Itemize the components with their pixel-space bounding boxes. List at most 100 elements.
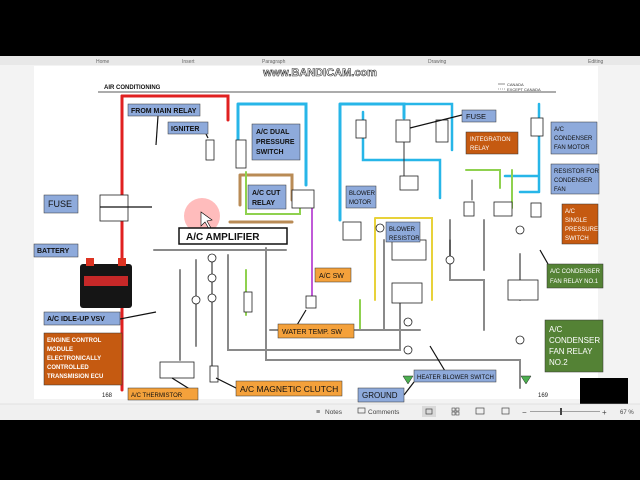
battery-image — [80, 258, 132, 308]
magnetic-clutch-symbol — [243, 291, 253, 313]
label-fuse-top-text: FUSE — [466, 112, 486, 121]
single-pressure-symbol — [530, 202, 542, 218]
label-ac-thermistor-text: A/C THERMISTOR — [131, 393, 183, 399]
slide-sorter-button[interactable] — [451, 407, 460, 416]
battery-terminal-negative — [118, 258, 126, 266]
node — [515, 335, 525, 345]
comments-label: Comments — [368, 409, 400, 416]
notes-icon: ≡ — [316, 409, 320, 416]
label-ac-magnetic-clutch — [235, 380, 343, 397]
wire-legend: CANADA EXCEPT CANADA — [498, 82, 541, 92]
bandicam-watermark: www.BANDICAM.com — [262, 67, 377, 79]
battery-band — [84, 276, 128, 286]
thermistor-symbol — [209, 365, 219, 383]
legend-canada: CANADA — [507, 82, 524, 87]
label-ac-cut-relay — [247, 184, 287, 210]
zoom-out-icon[interactable]: − — [522, 408, 527, 417]
resistor-symbol — [493, 201, 513, 217]
zoom-level[interactable]: 67 % — [620, 410, 634, 416]
components — [99, 117, 544, 383]
label-ground-text: GROUND — [362, 391, 398, 400]
normal-view-icon — [425, 408, 433, 415]
cond-fan-motor-symbol — [530, 117, 544, 137]
label-resistor-cond-fan — [550, 163, 600, 195]
ground-icon — [520, 375, 532, 385]
node — [515, 225, 525, 235]
reading-view-button[interactable] — [475, 407, 485, 415]
fuse-mid-symbol — [355, 119, 367, 139]
label-blower-motor-text: BLOWER MOTOR — [349, 191, 377, 206]
fuse-left-symbol — [99, 194, 129, 222]
label-single-pressure-text: A/C SINGLE PRESSURE SWITCH — [565, 209, 600, 242]
node — [403, 317, 413, 327]
dual-pressure-switch-symbol — [235, 139, 247, 169]
zoom-slider-thumb[interactable] — [560, 408, 562, 415]
zoom-in-icon[interactable]: + — [602, 408, 607, 417]
label-ac-thermistor — [127, 387, 199, 401]
page-number-left: 168 — [102, 393, 113, 399]
label-dual-pressure-switch — [251, 123, 301, 161]
node — [445, 255, 455, 265]
page-number-right: 169 — [538, 393, 549, 399]
label-fuse-top — [461, 109, 497, 123]
menu-insert[interactable]: Insert — [182, 59, 195, 65]
wire-cyan-fuse — [402, 102, 454, 152]
label-blower-motor — [345, 185, 377, 209]
label-single-pressure — [561, 203, 599, 245]
label-water-temp-sw — [277, 323, 355, 339]
label-ecm-text: ENGINE CONTROL MODULE ELECTRONICALLY CON… — [47, 338, 103, 380]
slideshow-button[interactable] — [501, 407, 510, 415]
slide-sorter-icon — [451, 407, 456, 412]
blower-motor-symbol — [342, 221, 362, 241]
menu-editing[interactable]: Editing — [588, 59, 604, 65]
label-cond-fan-relay2-text: A/C CONDENSER FAN RELAY NO.2 — [549, 325, 602, 367]
wire-yellow — [374, 217, 433, 301]
label-ac-idle-up-vsv-text: A/C IDLE-UP VSV — [47, 316, 105, 323]
relay-small-symbol — [463, 201, 475, 217]
ground-icon — [402, 375, 414, 385]
fuse-top-symbol — [395, 119, 411, 143]
menu-home[interactable]: Home — [96, 59, 110, 65]
legend-except-canada: EXCEPT CANADA — [507, 87, 541, 92]
label-from-main-relay-text: FROM MAIN RELAY — [131, 108, 197, 115]
label-ac-idle-up-vsv — [43, 311, 121, 326]
water-temp-sw-symbol — [305, 295, 317, 309]
node — [207, 253, 217, 263]
label-cond-fan-motor-text: A/C CONDENSER FAN MOTOR — [554, 127, 594, 151]
label-ground — [357, 387, 405, 403]
node — [403, 345, 413, 355]
wire-cyan-left — [236, 102, 308, 187]
battery-terminal-positive — [86, 258, 94, 266]
label-igniter — [167, 121, 209, 135]
label-ac-amplifier — [178, 227, 288, 245]
label-cond-fan-relay2 — [544, 319, 604, 373]
normal-view-button[interactable] — [422, 406, 436, 417]
notes-button[interactable]: ≡ Notes — [316, 409, 343, 416]
label-blower-resistor-text: BLOWER RESISTOR — [389, 227, 420, 242]
heater-blower-switch-symbol — [391, 282, 423, 304]
node — [375, 223, 385, 233]
label-integration-relay — [465, 131, 519, 155]
fuse-top2-symbol — [435, 119, 449, 143]
label-ecm — [43, 332, 123, 386]
label-dual-pressure-switch-text: A/C DUAL PRESSURE SWITCH — [256, 129, 296, 156]
document-page — [34, 66, 598, 399]
wire-red-top — [120, 94, 230, 122]
label-ac-sw — [314, 267, 352, 283]
label-heater-blower-switch — [413, 369, 497, 383]
label-cond-fan-relay1-text: A/C CONDENSER FAN RELAY NO.1 — [550, 269, 602, 285]
ribbon-strip — [0, 56, 640, 65]
node — [207, 293, 217, 303]
comments-button[interactable]: Comments — [357, 407, 400, 416]
notes-label: Notes — [325, 409, 343, 416]
node — [207, 273, 217, 283]
label-battery — [33, 243, 79, 258]
label-fuse-left — [43, 194, 79, 214]
page-title: AIR CONDITIONING — [104, 85, 161, 91]
menu-drawing[interactable]: Drawing — [428, 59, 447, 65]
menu-paragraph[interactable]: Paragraph — [262, 59, 286, 65]
ecm-connector-symbol — [159, 361, 195, 379]
label-water-temp-sw-text: WATER TEMP. SW — [282, 329, 342, 336]
label-resistor-cond-fan-text: RESISTOR FOR CONDENSER FAN — [554, 169, 601, 193]
label-igniter-text: IGNITER — [171, 126, 199, 133]
